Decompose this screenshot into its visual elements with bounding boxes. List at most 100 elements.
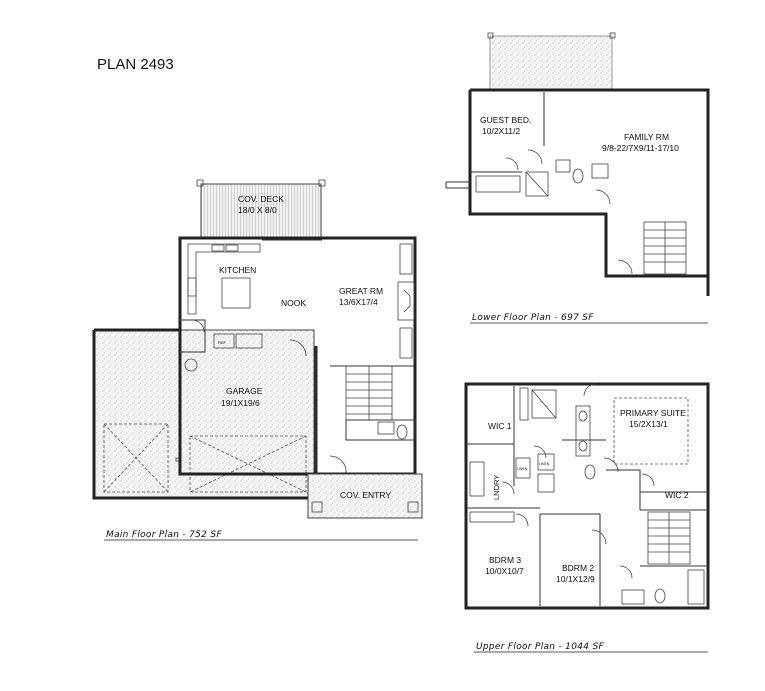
great-room-door (289, 339, 307, 357)
guest-bed-size-label: 10/2X11/2 (482, 126, 520, 136)
main-floor-caption: Main Floor Plan - 752 SF (106, 530, 222, 540)
entry-post (407, 501, 419, 513)
pantry-door (191, 319, 205, 333)
primary-vanity (575, 405, 591, 457)
main-floor-plan: REF COV. DECK 18/0 X 8/0 (92, 179, 423, 541)
covered-deck (200, 183, 322, 239)
fireplace-hearth (403, 289, 411, 313)
patio-post (609, 32, 616, 39)
wic2-door (641, 473, 655, 487)
lower-floor-caption: Lower Floor Plan - 697 SF (472, 313, 594, 323)
guest-bed-door (527, 149, 543, 165)
upper-interior-walls (466, 386, 708, 606)
primary-suite-size-label: 15/2X13/1 (629, 419, 668, 429)
entry-door (329, 455, 347, 475)
kitchen-counter (187, 243, 261, 315)
primary-toilet (584, 464, 596, 480)
deck-name-label: COV. DECK (238, 194, 284, 204)
primary-door (603, 457, 619, 473)
lower-stair-treads (644, 222, 686, 274)
vanity-sink (578, 440, 588, 452)
water-heater-icon (184, 358, 198, 372)
vanity-sink (578, 410, 588, 422)
garage-size-label: 19/1X19/6 (221, 398, 260, 408)
powder-vanity (377, 421, 395, 435)
lower-linen (555, 159, 571, 173)
powder-room (345, 419, 416, 441)
wic1-label: WIC 1 (488, 421, 512, 431)
primary-shower (531, 389, 557, 419)
fridge (213, 333, 235, 349)
kitchen-sink (225, 244, 239, 252)
great-room-size-label: 13/6X17/4 (339, 297, 378, 307)
hall-bath-vanity (621, 589, 645, 605)
plan-title: PLAN 2493 (97, 56, 174, 73)
pantry-counter (235, 333, 263, 349)
covered-entry (307, 473, 423, 519)
entry-post (311, 501, 323, 513)
nook-label: NOOK (281, 298, 306, 308)
washer-dryer (469, 461, 485, 497)
primary-bed-outline (613, 397, 689, 465)
patio-post (487, 32, 494, 39)
hall-bath-door (619, 565, 633, 579)
wic2-label: WIC 2 (665, 490, 689, 500)
deck-post (196, 179, 204, 187)
linen-a-label: LINEN (517, 467, 528, 471)
lower-wall-extension (445, 181, 470, 189)
powder-toilet (396, 424, 408, 440)
bdrm3-door (515, 513, 529, 527)
lower-shower (525, 171, 549, 197)
closet-door (505, 157, 519, 171)
main-house-walls (178, 236, 417, 476)
built-in-shelf (399, 327, 413, 359)
shower-cross (525, 171, 549, 197)
linen-b-label: LINEN (539, 462, 550, 466)
shower-cross (531, 389, 557, 419)
lower-toilet (572, 168, 584, 184)
lower-floor-plan: GUEST BED. 10/2X11/2 FAMILY RM 9/8-22/7X… (445, 32, 710, 324)
bdrm2-size-label: 10/1X12/9 (556, 574, 595, 584)
kitchen-island (221, 277, 251, 309)
entry-label: COV. ENTRY (340, 490, 391, 500)
lower-floor-walls (468, 88, 710, 296)
laundry-label: LNDRY (492, 475, 501, 500)
kitchen-label: KITCHEN (219, 265, 256, 275)
hall-closet (537, 473, 555, 493)
upper-stair-treads (648, 512, 690, 564)
built-in-shelf (399, 243, 413, 275)
family-room-name-label: FAMILY RM (624, 132, 669, 142)
garage-name-label: GARAGE (226, 386, 263, 396)
bath-door (583, 383, 597, 397)
lower-patio (489, 35, 613, 91)
guest-bed-wall (470, 92, 545, 173)
fridge-label: REF (218, 340, 227, 345)
lower-vanity (591, 163, 609, 179)
fireplace (397, 281, 415, 321)
guest-bed-name-label: GUEST BED. (480, 115, 531, 125)
lower-bath-door (595, 189, 611, 205)
range-top (187, 277, 197, 297)
stair-treads (346, 366, 392, 420)
family-room-size-label: 9/8-22/7X9/11-17/10 (602, 143, 679, 153)
upper-floor-caption: Upper Floor Plan - 1044 SF (476, 642, 604, 652)
bdrm2-name-label: BDRM 2 (562, 563, 594, 573)
primary-tub (519, 387, 529, 421)
deck-post (318, 179, 326, 187)
upper-floor-plan: LINEN LINEN PRIMARY SUITE 15/2X13/1 WIC … (464, 382, 710, 653)
linen-a (515, 457, 531, 479)
primary-suite-name-label: PRIMARY SUITE (620, 408, 686, 418)
hall-bath-toilet (654, 588, 666, 604)
wic1-door (533, 445, 547, 459)
laundry-door (501, 481, 515, 495)
kitchen-sink (211, 244, 225, 252)
upper-floor-walls (464, 382, 710, 610)
bdrm3-closet (469, 511, 515, 523)
guest-closet (475, 175, 521, 193)
hall-bath-tub (687, 569, 705, 605)
garage-door-left (103, 423, 169, 493)
linen-b (537, 453, 555, 471)
deck-size-label: 18/0 X 8/0 (238, 205, 277, 215)
bdrm2-door (591, 529, 607, 545)
